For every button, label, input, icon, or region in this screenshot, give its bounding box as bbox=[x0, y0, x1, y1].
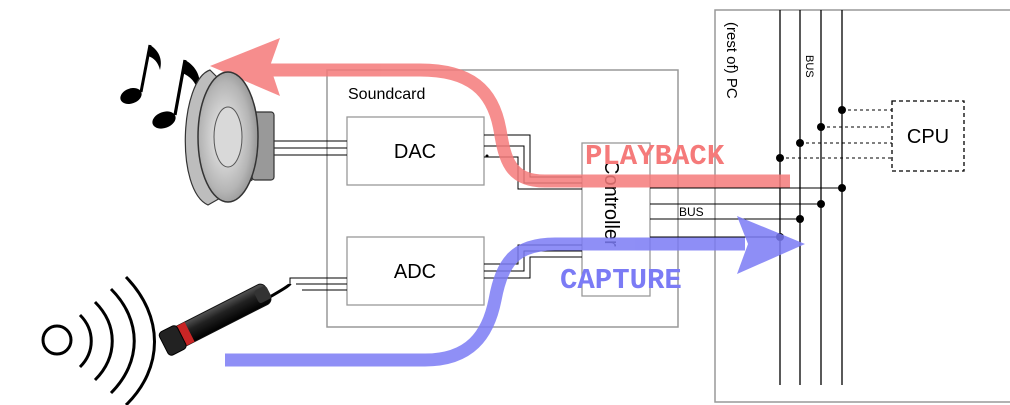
speaker-icon bbox=[184, 69, 275, 206]
soundcard-label: Soundcard bbox=[348, 86, 425, 103]
cpu-box bbox=[891, 100, 965, 172]
digital-wires bbox=[484, 134, 582, 279]
capture-label: CAPTURE bbox=[560, 264, 682, 297]
dac-dot bbox=[485, 154, 489, 158]
microphone-icon bbox=[158, 283, 292, 356]
dac-label: DAC bbox=[394, 141, 436, 163]
cpu-bus-connections bbox=[780, 109, 892, 159]
pc-bus-lines bbox=[779, 10, 843, 385]
adc-label: ADC bbox=[394, 261, 436, 283]
playback-arrow bbox=[210, 38, 790, 188]
dac-box bbox=[346, 116, 485, 186]
adc-box bbox=[346, 236, 485, 306]
controller-bus-label: BUS bbox=[679, 205, 704, 219]
capture-arrow bbox=[225, 216, 805, 367]
cpu-label: CPU bbox=[907, 126, 949, 148]
music-notes-icon bbox=[120, 44, 200, 129]
sound-waves-icon bbox=[41, 275, 156, 405]
pc-bus-label: BUS bbox=[803, 55, 815, 78]
soundcard-box bbox=[326, 69, 679, 328]
cpu-bus-junctions bbox=[776, 106, 846, 162]
analog-wires bbox=[270, 140, 347, 291]
pc-box bbox=[714, 9, 1010, 403]
playback-label: PLAYBACK bbox=[585, 140, 725, 173]
controller-bus-junctions bbox=[776, 184, 846, 241]
rest-of-pc-label: (rest of) PC bbox=[723, 22, 740, 99]
controller-label: Controller bbox=[600, 160, 622, 247]
